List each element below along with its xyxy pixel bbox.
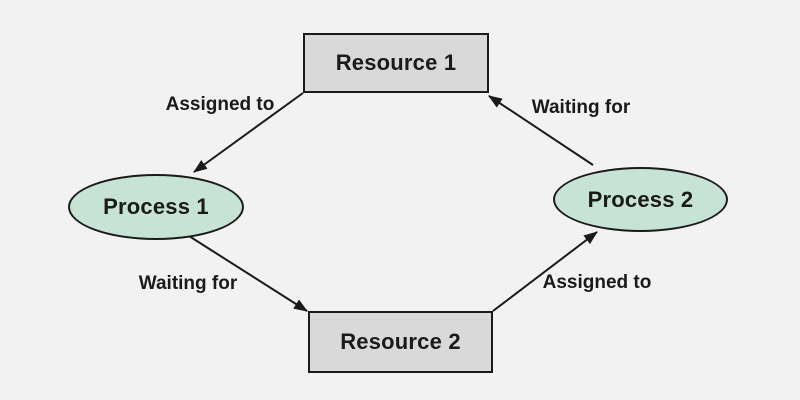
edge-label-resource1-assigned-to-process1: Assigned to xyxy=(165,94,275,115)
edge-label-resource2-assigned-to-process2: Assigned to xyxy=(542,272,652,293)
node-resource-2: Resource 2 xyxy=(308,311,493,373)
node-process-2: Process 2 xyxy=(553,167,728,232)
edge-arrow-resource2-to-process2 xyxy=(492,231,598,312)
edge-arrow-process2-to-resource1 xyxy=(488,95,594,166)
node-process-1: Process 1 xyxy=(68,174,244,240)
node-process-1-label: Process 1 xyxy=(103,194,209,219)
edge-arrow-process1-to-resource2 xyxy=(188,235,308,312)
edge-arrow-resource1-to-process1 xyxy=(193,92,304,173)
node-resource-1: Resource 1 xyxy=(303,33,489,93)
edge-label-process1-waiting-for-resource2: Waiting for xyxy=(138,273,238,294)
node-process-2-label: Process 2 xyxy=(587,186,694,212)
node-resource-1-label: Resource 1 xyxy=(335,50,457,75)
node-resource-2-label: Resource 2 xyxy=(340,329,461,354)
edge-label-process2-waiting-for-resource1: Waiting for xyxy=(531,97,631,118)
